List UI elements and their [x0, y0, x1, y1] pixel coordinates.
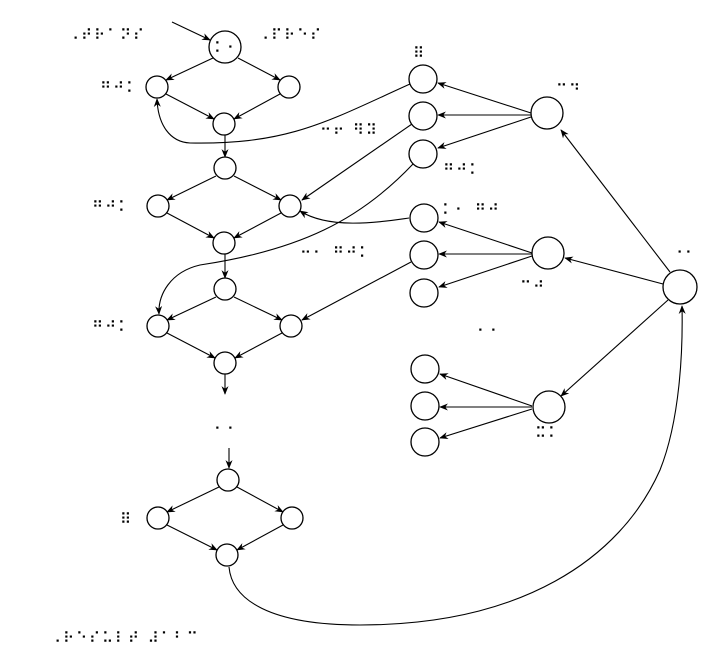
edge — [437, 116, 532, 149]
label-r5: ⠒⠂ ⠛⠚⠅ — [300, 244, 372, 262]
node — [279, 314, 303, 338]
edge — [439, 408, 533, 439]
label-n9: ⠛⠚⠅ — [92, 318, 131, 336]
node — [408, 101, 438, 131]
label-r3: ⠛⠚⠅ — [443, 161, 482, 179]
edge — [166, 175, 217, 201]
label-h1: ⠉⠙ — [556, 81, 582, 99]
edge — [560, 299, 669, 397]
node — [213, 351, 237, 375]
edge — [438, 221, 533, 254]
edge-back — [301, 123, 413, 201]
edge — [437, 82, 532, 114]
edge — [165, 57, 214, 81]
footer-label: ⠠⠗⠑⠎⠥⠇⠞ ⠼⠁⠃⠉ — [50, 629, 200, 647]
edge-back — [153, 83, 411, 144]
node — [409, 203, 439, 233]
node — [409, 240, 439, 270]
label-r4: ⠅⠂ ⠛⠚ — [442, 201, 501, 219]
edge — [233, 212, 282, 239]
node — [145, 75, 169, 99]
label-h2: ⠉⠚ — [520, 278, 546, 296]
ellipsis-right: ⠄⠄ — [477, 318, 503, 336]
label-n13: ⠿ — [120, 510, 133, 528]
label-start-left: ⠠⠞⠗⠁⠝⠎ — [68, 26, 146, 44]
hub-node — [530, 96, 564, 130]
root-node — [662, 269, 698, 305]
node — [277, 75, 301, 99]
edge-entry — [171, 21, 211, 41]
node — [146, 506, 170, 530]
edge — [166, 486, 220, 513]
node — [212, 231, 236, 255]
hub-node — [531, 236, 565, 270]
label-n1: ⠛⠚⠅ — [100, 79, 139, 97]
node — [213, 277, 237, 301]
node — [213, 156, 237, 180]
node — [215, 543, 239, 567]
node — [410, 427, 440, 457]
node — [410, 354, 440, 384]
label-h3: ⠭⠅ — [535, 424, 561, 442]
label-r1: ⠿ — [413, 44, 426, 62]
edges — [153, 21, 686, 626]
edge — [166, 296, 217, 321]
node — [146, 194, 170, 218]
node — [409, 278, 439, 308]
node — [410, 391, 440, 421]
node — [278, 194, 302, 218]
node-start — [208, 30, 242, 64]
label-r2: ⠒⠖ ⠻⠽ — [320, 121, 379, 139]
edge — [438, 255, 533, 288]
node — [216, 468, 240, 492]
edge-back — [155, 163, 414, 315]
edge-back — [228, 305, 686, 626]
edge — [233, 175, 282, 201]
edge — [236, 524, 284, 551]
edge — [233, 93, 281, 120]
edge — [439, 373, 533, 407]
edge — [166, 332, 216, 359]
edge — [234, 332, 283, 359]
edge — [166, 212, 215, 239]
edge — [233, 296, 283, 321]
edge — [236, 486, 284, 513]
node — [408, 64, 438, 94]
label-start-right: ⠠⠏⠗⠑⠎ — [258, 26, 323, 44]
edge — [165, 93, 215, 120]
label-n5: ⠛⠚⠅ — [92, 198, 131, 216]
edge — [564, 256, 664, 285]
node — [146, 314, 170, 338]
edge-back — [301, 261, 412, 321]
edge — [560, 129, 671, 273]
edge-back — [299, 210, 410, 224]
labels: ⠠⠞⠗⠁⠝⠎ ⠠⠏⠗⠑⠎ ⠅⠂ ⠛⠚⠅ ⠛⠚⠅ ⠛⠚⠅ ⠿ ⠿ ⠒⠖ ⠻⠽ ⠛⠚… — [50, 26, 698, 647]
ellipsis-left: ⠄⠄ — [214, 416, 240, 434]
label-root: ⠐⠂ — [672, 244, 698, 262]
nodes — [145, 30, 698, 567]
edge — [237, 57, 281, 81]
edge — [166, 524, 218, 551]
node — [280, 506, 304, 530]
node — [408, 139, 438, 169]
hub-node — [532, 390, 566, 424]
node — [212, 112, 236, 136]
label-start-node: ⠅⠂ — [214, 39, 240, 57]
